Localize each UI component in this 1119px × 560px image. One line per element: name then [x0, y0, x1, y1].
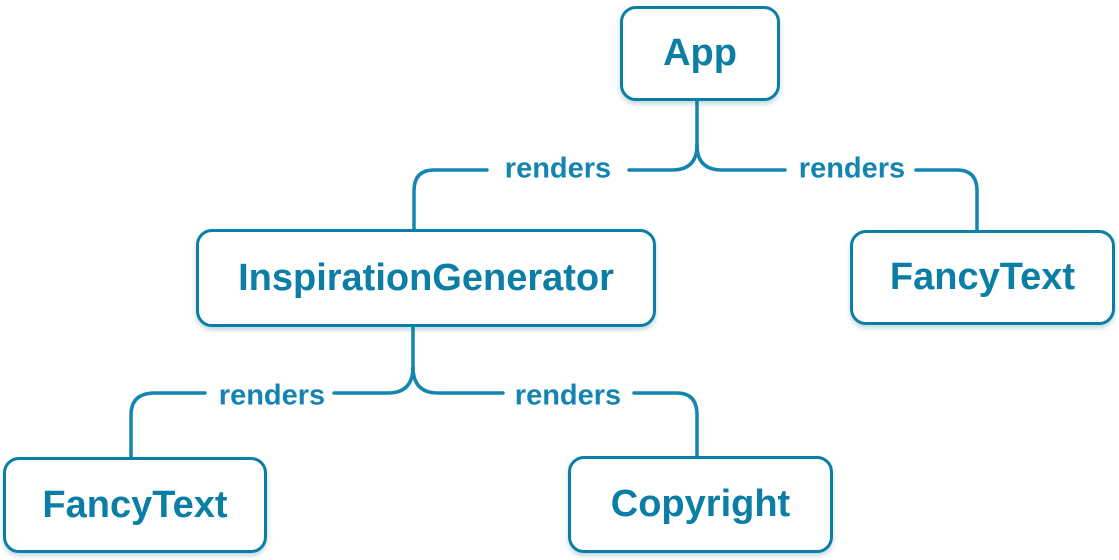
edge-label-inspiration-generator-copyright: renders: [514, 379, 622, 412]
node-copyright-label: Copyright: [610, 483, 791, 525]
edge-app-to-fancy-text: [695, 143, 979, 232]
node-copyright: Copyright: [568, 456, 833, 553]
edge-inspiration-generator-to-copyright: [411, 365, 699, 458]
node-fancy-text-top-label: FancyText: [889, 256, 1076, 298]
node-app-label: App: [663, 32, 737, 74]
node-fancy-text-bottom: FancyText: [3, 457, 267, 553]
edge-label-app-fancy-text: renders: [798, 152, 906, 185]
node-fancy-text-bottom-label: FancyText: [42, 483, 228, 526]
node-inspiration-generator: InspirationGenerator: [196, 229, 656, 327]
node-fancy-text-top: FancyText: [850, 230, 1115, 325]
node-app: App: [620, 6, 780, 101]
connector-lines-group: [129, 99, 979, 459]
edge-label-app-inspiration-generator: renders: [504, 152, 612, 185]
node-inspiration-generator-label: InspirationGenerator: [238, 256, 614, 299]
edge-label-inspiration-generator-fancy-text: renders: [218, 379, 326, 412]
